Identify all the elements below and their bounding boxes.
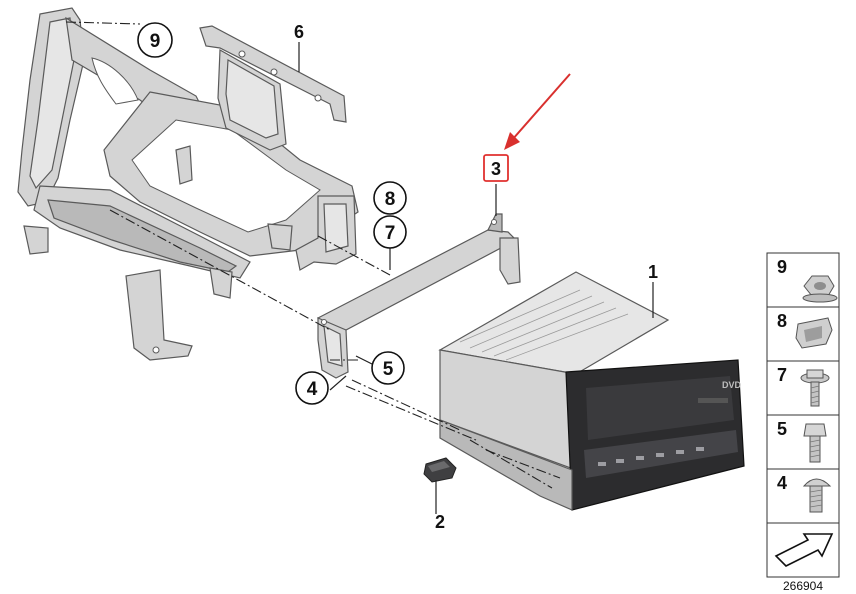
svg-text:7: 7	[385, 223, 396, 244]
diagram-number: 266904	[783, 579, 823, 593]
top-bracket-part-6	[199, 25, 347, 151]
callout-9: 9	[137, 22, 173, 58]
callout-3: 3	[483, 154, 509, 182]
legend-item-5: 5	[766, 414, 840, 470]
red-pointer-arrow	[504, 73, 571, 150]
callout-8: 8	[373, 181, 407, 215]
svg-text:7: 7	[777, 365, 787, 385]
dvd-changer-unit-part-1: DVD	[438, 271, 745, 511]
callout-5: 5	[371, 351, 405, 385]
svg-text:5: 5	[777, 419, 787, 439]
washer-bolt-icon	[800, 369, 830, 407]
fastener-legend: 9 8 7	[766, 252, 840, 578]
rubber-buffer-part-2	[423, 457, 457, 483]
flange-nut-icon	[802, 275, 838, 303]
svg-text:3: 3	[491, 159, 501, 179]
hex-bolt-icon	[803, 423, 827, 463]
legend-item-7: 7	[766, 360, 840, 416]
svg-text:8: 8	[385, 189, 396, 210]
callout-1: 1	[648, 262, 658, 282]
leader-lines	[298, 42, 654, 514]
legend-item-8: 8	[766, 306, 840, 362]
next-page-arrow-icon	[774, 533, 834, 567]
assembly-lines	[65, 21, 561, 489]
svg-text:DVD: DVD	[722, 380, 742, 390]
callout-4: 4	[295, 371, 329, 405]
legend-item-4: 4	[766, 468, 840, 524]
svg-text:6: 6	[294, 22, 304, 42]
callout-2: 2	[435, 512, 445, 532]
callout-7: 7	[373, 215, 407, 249]
next-page-arrow-button[interactable]	[766, 522, 840, 578]
svg-text:8: 8	[777, 311, 787, 331]
callout-6: 6	[294, 22, 304, 42]
clip-nut-icon	[795, 317, 833, 349]
legend-item-9: 9	[766, 252, 840, 308]
svg-text:5: 5	[383, 359, 394, 380]
support-frame-bracket	[17, 7, 359, 361]
svg-text:1: 1	[648, 262, 658, 282]
svg-text:9: 9	[777, 257, 787, 277]
svg-text:9: 9	[150, 31, 161, 52]
svg-text:2: 2	[435, 512, 445, 532]
svg-text:4: 4	[777, 473, 787, 493]
svg-text:4: 4	[307, 379, 318, 400]
mounting-bracket-part-3	[316, 213, 521, 379]
button-head-screw-icon	[802, 478, 832, 513]
